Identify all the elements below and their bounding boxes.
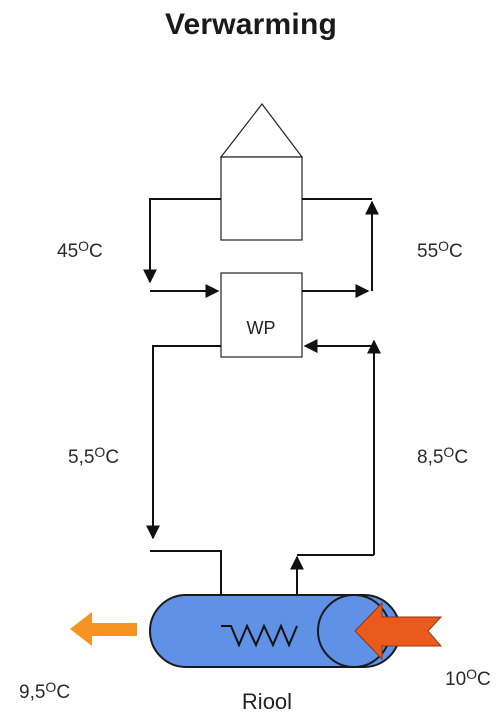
heat-pump-label: WP: [247, 318, 276, 338]
diagram-title: Verwarming: [164, 8, 338, 41]
return-pipe-house-to-wp: [143, 198, 221, 284]
outflow-arrow: [70, 612, 137, 646]
sewer-label: Riool: [242, 689, 292, 714]
temp-supply-hot: 55OC: [417, 238, 463, 262]
house-roof: [219, 103, 304, 158]
heat-exchanger-coil: [221, 623, 298, 648]
temp-sewer-in: 10OC: [445, 666, 491, 690]
house: [219, 103, 304, 241]
heat-pump: WP: [220, 272, 303, 358]
source-pipe-wp-to-sewer: [146, 345, 221, 540]
temp-return-hot: 45OC: [57, 238, 103, 262]
inflow-arrow: [354, 601, 443, 661]
house-body: [220, 156, 303, 241]
temp-source-out: 5,5OC: [68, 444, 119, 468]
temp-sewer-out: 9,5OC: [19, 679, 70, 703]
temp-source-in: 8,5OC: [417, 444, 468, 468]
heat-pump-box: [220, 272, 303, 358]
